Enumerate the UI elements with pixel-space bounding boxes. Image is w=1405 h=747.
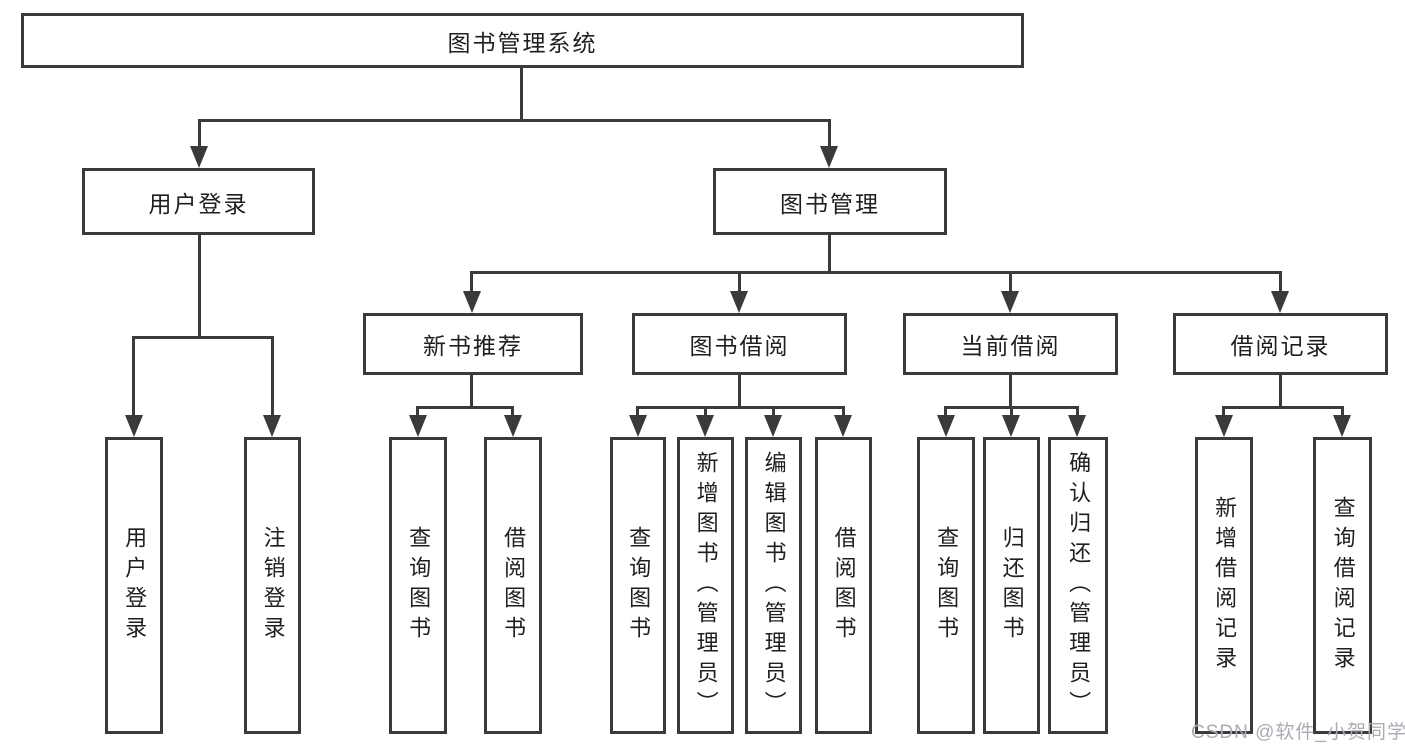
arrowhead-icon-arrow-leaf-ret — [1002, 415, 1020, 437]
connector-stem-leaf-q2 — [636, 406, 639, 418]
node-label: 图书管理 — [780, 190, 880, 217]
connector-stem-leaf-q1 — [416, 406, 419, 418]
arrowhead-icon-arrow-leaf-addrec — [1215, 415, 1233, 437]
node-label: 编辑图书（管理员） — [761, 450, 787, 721]
arrowhead-icon-arrow-leaf-qrec — [1333, 415, 1351, 437]
connector-rail-book-borrow — [637, 406, 845, 409]
connector-stem-l3-record — [1279, 271, 1282, 294]
node-label: 新增图书（管理员） — [693, 450, 719, 721]
connector-stem-leaf-user-login — [132, 336, 135, 418]
node-user-login: 用户登录 — [82, 168, 315, 235]
arrowhead-icon-arrow-leaf-add — [696, 415, 714, 437]
node-label: 查询图书 — [934, 525, 960, 646]
connector-rail-level3 — [471, 271, 1282, 274]
arrowhead-icon-arrow-user-login — [190, 146, 208, 168]
connector-rail-new-book — [416, 406, 514, 409]
node-label: 查询图书 — [406, 525, 432, 646]
arrowhead-icon-arrow-leaf-q1 — [409, 415, 427, 437]
connector-stem-leaf-b2 — [842, 406, 845, 418]
leaf-query-borrow-record: 查询借阅记录 — [1313, 437, 1372, 734]
leaf-query-book-1: 查询图书 — [389, 437, 447, 734]
connector-stem-leaf-edit — [772, 406, 775, 418]
connector-stem-l3-book-borrow — [738, 271, 741, 294]
arrowhead-icon-arrow-new-book — [463, 291, 481, 313]
arrowhead-icon-arrow-leaf-q2 — [629, 415, 647, 437]
connector-stem-leaf-qrec — [1341, 406, 1344, 418]
node-library-system: 图书管理系统 — [21, 13, 1024, 68]
connector-stem-arrow-user-login — [198, 119, 201, 149]
node-current-borrow: 当前借阅 — [903, 313, 1118, 375]
arrowhead-icon-arrow-book-mgmt — [820, 146, 838, 168]
connector-stub-book-mgmt — [828, 234, 831, 274]
node-label: 确认归还（管理员） — [1066, 450, 1092, 721]
arrowhead-icon-arrow-leaf-b1 — [504, 415, 522, 437]
leaf-confirm-return: 确认归还（管理员） — [1048, 437, 1108, 734]
node-label: 新书推荐 — [423, 333, 523, 359]
arrowhead-icon-arrow-book-borrow — [730, 291, 748, 313]
node-label: 查询借阅记录 — [1330, 495, 1356, 676]
connector-stem-leaf-logout — [271, 336, 274, 418]
connector-stub-root — [520, 68, 523, 122]
connector-rail-level1 — [198, 119, 831, 122]
node-label: 归还图书 — [999, 525, 1025, 646]
connector-stem-leaf-addrec — [1222, 406, 1225, 418]
leaf-borrow-book-2: 借阅图书 — [815, 437, 872, 734]
watermark: CSDN @软件_小贺同学 — [1191, 722, 1405, 743]
node-label: 查询图书 — [626, 525, 652, 646]
arrowhead-icon-arrow-current-borrow — [1001, 291, 1019, 313]
connector-stem-leaf-conf — [1076, 406, 1079, 418]
leaf-edit-book: 编辑图书（管理员） — [745, 437, 802, 734]
node-label: 注销登录 — [260, 525, 286, 646]
node-book-management: 图书管理 — [713, 168, 947, 235]
arrowhead-icon-arrow-leaf-q3 — [937, 415, 955, 437]
arrowhead-icon-arrow-leaf-logout — [263, 415, 281, 437]
leaf-user-login: 用户登录 — [105, 437, 163, 734]
connector-stem-leaf-ret — [1010, 406, 1013, 418]
node-label: 借阅图书 — [831, 525, 857, 646]
connector-stub-new-book — [470, 375, 473, 409]
arrowhead-icon-arrow-leaf-conf — [1068, 415, 1086, 437]
node-label: 当前借阅 — [960, 333, 1061, 359]
connector-stub-book-borrow — [738, 375, 741, 409]
node-new-book-recommend: 新书推荐 — [363, 313, 583, 375]
node-borrow-record: 借阅记录 — [1173, 313, 1388, 375]
connector-stem-leaf-b1 — [511, 406, 514, 418]
arrowhead-icon-arrow-leaf-edit — [764, 415, 782, 437]
node-label: 借阅记录 — [1230, 333, 1331, 359]
leaf-query-book-2: 查询图书 — [610, 437, 666, 734]
connector-stem-leaf-q3 — [944, 406, 947, 418]
leaf-query-book-3: 查询图书 — [917, 437, 975, 734]
leaf-add-book: 新增图书（管理员） — [677, 437, 734, 734]
node-label: 图书借阅 — [689, 333, 790, 359]
leaf-borrow-book-1: 借阅图书 — [484, 437, 542, 734]
leaf-return-book: 归还图书 — [983, 437, 1040, 734]
connector-stem-l3-current — [1009, 271, 1012, 294]
arrowhead-icon-arrow-leaf-b2 — [834, 415, 852, 437]
node-book-borrow: 图书借阅 — [632, 313, 847, 375]
arrowhead-icon-arrow-leaf-user-login — [125, 415, 143, 437]
connector-stub-borrow-record — [1279, 375, 1282, 409]
connector-rail-borrow-record — [1222, 406, 1344, 409]
connector-stem-arrow-book-mgmt — [828, 119, 831, 149]
leaf-add-borrow-record: 新增借阅记录 — [1195, 437, 1253, 734]
connector-rail-user-login — [133, 336, 274, 339]
connector-stub-current-borrow — [1009, 375, 1012, 409]
arrowhead-icon-arrow-borrow-record — [1271, 291, 1289, 313]
connector-stub-user-login — [198, 234, 201, 339]
connector-stem-l3-new-book — [470, 271, 473, 294]
node-label: 图书管理系统 — [447, 29, 598, 56]
node-label: 新增借阅记录 — [1212, 495, 1238, 676]
node-label: 用户登录 — [122, 525, 148, 646]
node-label: 借阅图书 — [501, 525, 527, 646]
connector-stem-leaf-add — [704, 406, 707, 418]
leaf-logout: 注销登录 — [244, 437, 301, 734]
node-label: 用户登录 — [148, 190, 249, 217]
